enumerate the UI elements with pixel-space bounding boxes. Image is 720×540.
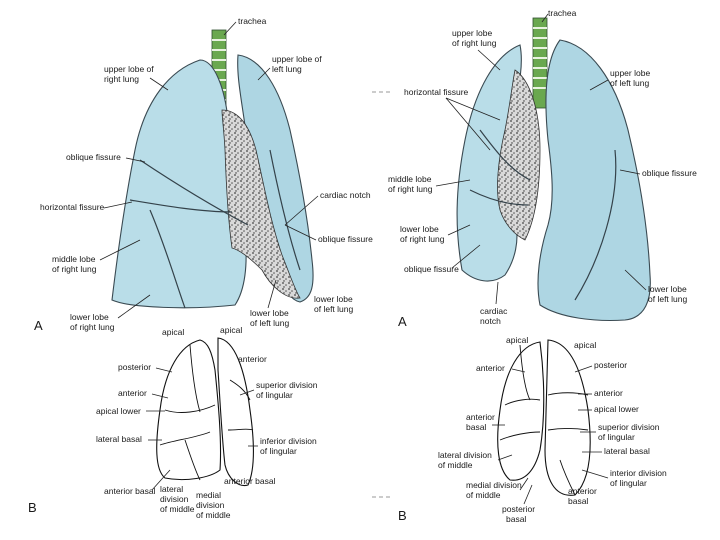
label-notch-r: notch [480,316,501,326]
label-anterior-brr: anterior [594,388,623,398]
label-middle-lobe-2: of right lung [52,264,97,274]
label-posterior-bl: posterior [118,362,151,372]
label-upper-lobe-right-r2: of right lung [452,38,497,48]
label-apical-lower-br: apical lower [594,404,639,414]
label-superior-div-bl: superior division [256,380,318,390]
label-oblique-fissure-2: oblique fissure [318,234,373,244]
label-lateral-div-bl2: division [160,494,189,504]
label-posterior-br: posterior [594,360,627,370]
letter-b-left: B [28,500,37,515]
label-oblique-fissure-r: oblique fissure [642,168,697,178]
label-lower-lobe-right-2: of right lung [70,322,115,332]
label-trachea-r: trachea [548,8,577,18]
label-upper-lobe-left-r2: of left lung [610,78,649,88]
label-medial-div-br: medial division [466,480,522,490]
label-lower-lobe-right-r2: of right lung [400,234,445,244]
letter-a-left: A [34,318,43,333]
label-upper-lobe-left-r: upper lobe [610,68,650,78]
label-trachea: trachea [238,16,267,26]
label-lower-lobe-left-r: lower lobe [648,284,687,294]
trachea-top-right [532,17,548,109]
label-anterior-basal-bl-r: anterior basal [224,476,276,486]
label-lateral-div-bl3: of middle [160,504,195,514]
letter-a-right: A [398,314,407,329]
label-apical-lower-bl: apical lower [96,406,141,416]
label-anterior-bl-r: anterior [238,354,267,364]
label-middle-lobe: middle lobe [52,254,96,264]
label-superior-div-bl2: of lingular [256,390,293,400]
label-medial-div-br2: of middle [466,490,501,500]
label-lateral-basal-br: lateral basal [604,446,650,456]
label-medial-div-bl3: of middle [196,510,231,520]
label-anterior-basal-br: anterior [466,412,495,422]
label-inferior-div-br2: of lingular [610,478,647,488]
letter-b-right: B [398,508,407,523]
label-cardiac-r: cardiac [480,306,508,316]
label-upper-lobe-right-r: upper lobe [452,28,492,38]
label-horizontal-fissure-r: horizontal fissure [404,87,469,97]
label-oblique-fissure-r2: oblique fissure [404,264,459,274]
label-anterior-basal-bl-l: anterior basal [104,486,156,496]
label-medial-div-bl: medial [196,490,221,500]
label-inferior-div-bl: inferior division [260,436,317,446]
label-upper-lobe-left-2: left lung [272,64,302,74]
label-anterior-basal-brb2: basal [568,496,588,506]
label-medial-div-bl2: division [196,500,225,510]
label-lateral-div-bl: lateral [160,484,183,494]
label-lateral-div-br2: of middle [438,460,473,470]
mediastinum-top-right [497,69,541,241]
top-right-labels: trachea upper lobe of right lung upper l… [388,8,697,329]
bottom-right-segments-figure [497,339,591,496]
label-inferior-div-bl2: of lingular [260,446,297,456]
label-anterior-bl-l: anterior [118,388,147,398]
label-lower-lobe-left-2: of left lung [250,318,289,328]
label-anterior-brl: anterior [476,363,505,373]
bottom-left-segments-figure [156,337,255,487]
label-anterior-basal-brb: anterior [568,486,597,496]
label-apical-bl: apical [162,327,184,337]
label-horizontal-fissure: horizontal fissure [40,202,105,212]
label-upper-lobe-left: upper lobe of [272,54,322,64]
label-upper-lobe-right: upper lobe of [104,64,154,74]
left-lung-top-right [537,39,651,322]
label-apical-br: apical [220,325,242,335]
bottom-right-labels: apical apical anterior posterior anterio… [398,335,667,524]
bottom-left-labels: apical apical posterior anterior superio… [28,325,318,520]
label-upper-lobe-right-2: right lung [104,74,139,84]
label-lower-lobe-left: lower lobe [250,308,289,318]
label-lower-lobe-right-r: lower lobe [400,224,439,234]
label-superior-div-br: superior division [598,422,660,432]
label-posterior-basal-br: posterior [502,504,535,514]
label-oblique-fissure: oblique fissure [66,152,121,162]
label-lower-lobe-left-b2: of left lung [314,304,353,314]
label-anterior-basal-br2: basal [466,422,486,432]
label-lower-lobe-right: lower lobe [70,312,109,322]
label-inferior-div-br: interior division [610,468,667,478]
label-lateral-div-br: lateral division [438,450,492,460]
top-right-lungs-figure [372,17,651,498]
top-left-labels: trachea upper lobe of right lung upper l… [34,16,373,333]
label-lateral-basal-bl: lateral basal [96,434,142,444]
label-apical-brr: apical [574,340,596,350]
label-cardiac-notch: cardiac notch [320,190,371,200]
label-apical-brl: apical [506,335,528,345]
label-posterior-basal-br2: basal [506,514,526,524]
top-left-lungs-figure [111,29,314,309]
label-lower-lobe-left-r2: of left lung [648,294,687,304]
label-middle-lobe-r2: of right lung [388,184,433,194]
label-middle-lobe-r: middle lobe [388,174,432,184]
mediastinum-top-left [221,109,301,299]
label-superior-div-br2: of lingular [598,432,635,442]
label-lower-lobe-left-b: lower lobe [314,294,353,304]
